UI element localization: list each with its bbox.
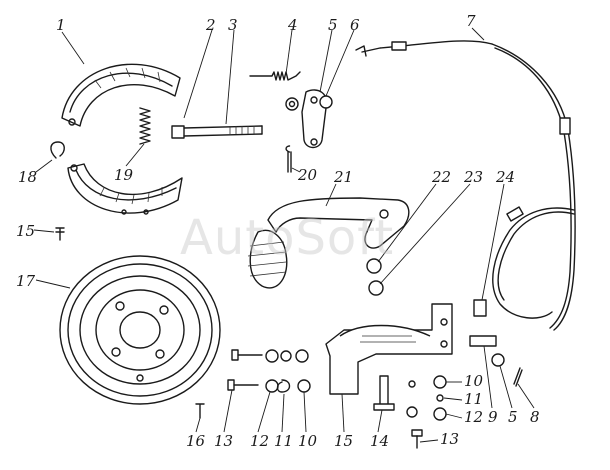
callout-6: 6 [350,16,360,34]
leader-lines-bottom [195,345,535,443]
brake-drum [59,255,221,405]
cable-clevis [469,335,497,347]
retaining-clip [50,141,65,159]
bolt-right [411,429,423,449]
nut-right [433,375,447,389]
return-spring [139,107,151,145]
tension-spring [249,71,301,81]
callout-4: 4 [287,16,298,34]
callout-14: 14 [370,432,389,450]
callout-20: 20 [297,166,318,184]
callout-13-right: 13 [440,430,459,448]
lock-washer-right [436,394,444,402]
callout-7: 7 [466,12,476,30]
bolt-upper [231,349,263,361]
washer-upper [265,349,279,363]
bolt-lower [227,379,259,391]
upper-brake-shoe [61,63,181,127]
callout-24: 24 [495,168,515,186]
lock-washer-upper [280,350,292,362]
callout-19: 19 [114,166,134,184]
callout-1: 1 [56,16,66,34]
callout-23: 23 [463,168,483,186]
callout-2: 2 [205,16,216,34]
cotter-pin [285,145,292,173]
small-ring [408,380,416,388]
hand-brake-lever [247,197,410,289]
callout-5-right: 5 [508,408,518,426]
callout-12-left: 12 [250,432,269,450]
callout-22: 22 [431,168,451,186]
callout-3: 3 [228,16,238,34]
small-screw [195,403,205,419]
lever-bracket [325,303,453,395]
washer-right [433,407,447,421]
callout-12-right: 12 [464,408,483,426]
callout-10-right: 10 [464,372,484,390]
callout-13-left: 13 [214,432,233,450]
callout-21: 21 [333,168,353,186]
callout-15-top: 15 [16,222,35,240]
nut-upper [295,349,309,363]
watermark: AutoSoft [180,210,394,266]
callout-18: 18 [18,168,37,186]
nut-lower [297,379,311,393]
leader-lines [33,27,505,301]
cable-sheath [492,207,575,319]
clevis-pin [513,367,523,387]
lock-washer-lower [276,379,291,393]
cable-clamp [506,206,524,222]
bracket-stud [373,375,395,411]
washer-lower [265,379,279,393]
adjuster-rod [171,125,263,139]
small-bolt [55,227,65,241]
callout-11-left: 11 [274,432,293,450]
lever-washer-ring [368,280,384,296]
callout-8: 8 [530,408,540,426]
callout-9: 9 [488,408,498,426]
lower-brake-shoe [67,163,183,215]
washer-small [406,406,418,418]
clevis-washer [491,353,505,367]
parking-cable [355,40,576,331]
callout-11-right: 11 [464,390,483,408]
callout-17: 17 [16,272,36,290]
cable-bushing [473,299,487,317]
callout-16: 16 [186,432,206,450]
callout-15-bottom: 15 [334,432,353,450]
lever-nut [366,258,382,274]
lever-washer [319,95,333,109]
callout-10-left: 10 [298,432,318,450]
callout-5: 5 [328,16,338,34]
small-washer [285,97,299,111]
